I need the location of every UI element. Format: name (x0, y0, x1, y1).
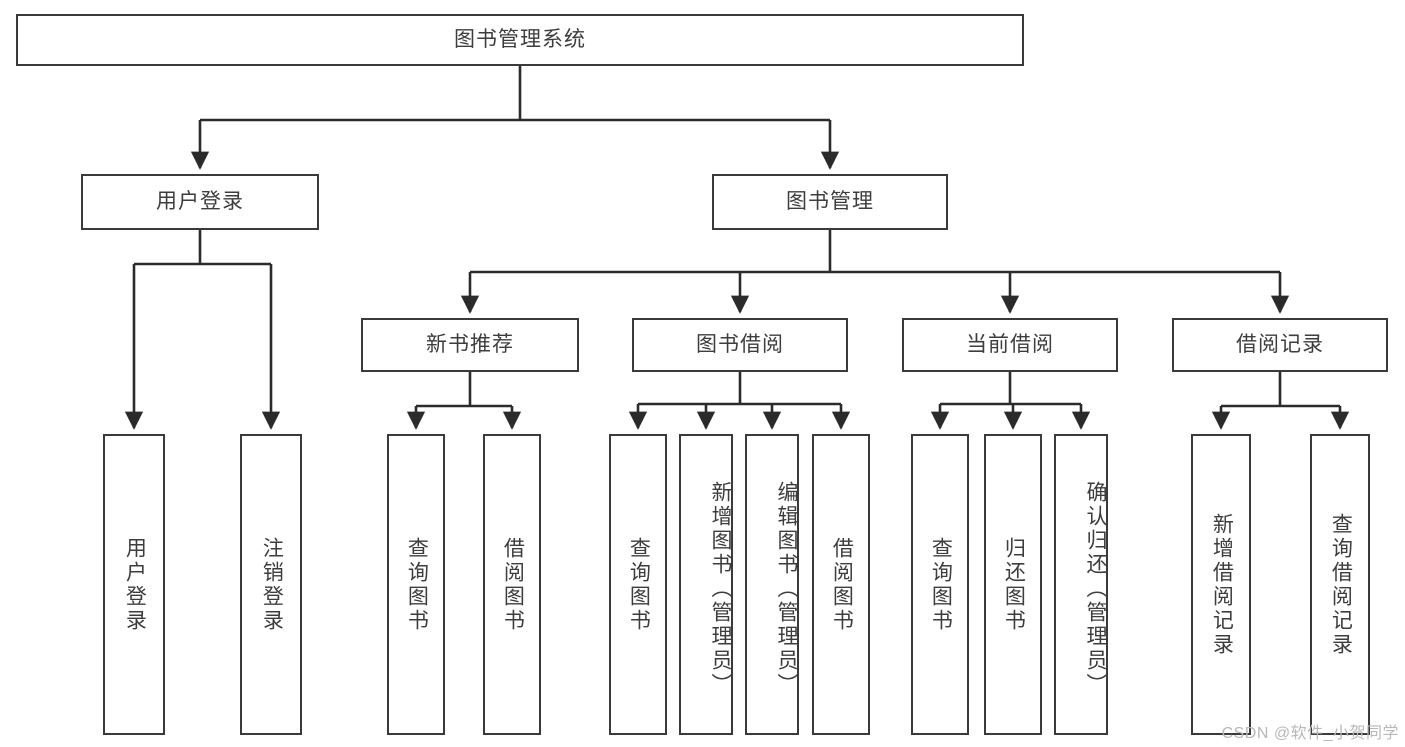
node-leaf-query-record-label: 查询借阅记录 (1329, 512, 1353, 657)
node-new-book-recommend-label: 新书推荐 (426, 332, 514, 356)
node-leaf-borrow-book-1[interactable]: 借阅图书 (483, 434, 541, 735)
node-leaf-user-login[interactable]: 用户登录 (103, 434, 165, 735)
node-leaf-query-book-3-label: 查询图书 (929, 536, 953, 633)
node-leaf-edit-book-admin[interactable]: 编辑图书（管理员） (745, 434, 799, 735)
node-leaf-query-book-1[interactable]: 查询图书 (387, 434, 445, 735)
watermark-text: CSDN @软件_小贺同学 (1221, 725, 1399, 742)
node-user-login-label: 用户登录 (156, 189, 244, 213)
node-leaf-query-record[interactable]: 查询借阅记录 (1310, 434, 1370, 735)
node-book-borrow-label: 图书借阅 (696, 332, 784, 356)
node-root-label: 图书管理系统 (454, 27, 586, 51)
node-leaf-user-logout-label: 注销登录 (260, 536, 284, 633)
node-leaf-confirm-return[interactable]: 确认归还（管理员） (1054, 434, 1108, 735)
node-leaf-add-book-admin-label: 新增图书（管理员） (709, 480, 732, 697)
node-current-borrow[interactable]: 当前借阅 (902, 318, 1118, 372)
node-book-manage-label: 图书管理 (786, 189, 874, 213)
node-leaf-confirm-return-label: 确认归还（管理员） (1084, 480, 1107, 697)
node-book-borrow[interactable]: 图书借阅 (632, 318, 848, 372)
node-book-manage[interactable]: 图书管理 (712, 174, 948, 230)
node-leaf-return-book[interactable]: 归还图书 (984, 434, 1042, 735)
node-leaf-query-book-2[interactable]: 查询图书 (609, 434, 667, 735)
node-leaf-query-book-1-label: 查询图书 (405, 536, 429, 633)
node-leaf-borrow-book-2[interactable]: 借阅图书 (812, 434, 870, 735)
node-leaf-borrow-book-2-label: 借阅图书 (830, 536, 854, 633)
node-root[interactable]: 图书管理系统 (16, 14, 1024, 66)
node-leaf-user-login-label: 用户登录 (123, 536, 147, 633)
node-borrow-record-label: 借阅记录 (1236, 332, 1324, 356)
node-user-login[interactable]: 用户登录 (81, 174, 319, 230)
node-leaf-add-record-label: 新增借阅记录 (1210, 512, 1234, 657)
node-leaf-query-book-3[interactable]: 查询图书 (911, 434, 969, 735)
node-leaf-return-book-label: 归还图书 (1002, 536, 1026, 633)
node-leaf-add-record[interactable]: 新增借阅记录 (1191, 434, 1251, 735)
node-leaf-borrow-book-1-label: 借阅图书 (501, 536, 525, 633)
node-leaf-add-book-admin[interactable]: 新增图书（管理员） (679, 434, 733, 735)
node-borrow-record[interactable]: 借阅记录 (1172, 318, 1388, 372)
node-leaf-user-logout[interactable]: 注销登录 (240, 434, 302, 735)
node-leaf-query-book-2-label: 查询图书 (627, 536, 651, 633)
node-current-borrow-label: 当前借阅 (966, 332, 1054, 356)
node-leaf-edit-book-admin-label: 编辑图书（管理员） (775, 480, 798, 697)
node-new-book-recommend[interactable]: 新书推荐 (361, 318, 579, 372)
